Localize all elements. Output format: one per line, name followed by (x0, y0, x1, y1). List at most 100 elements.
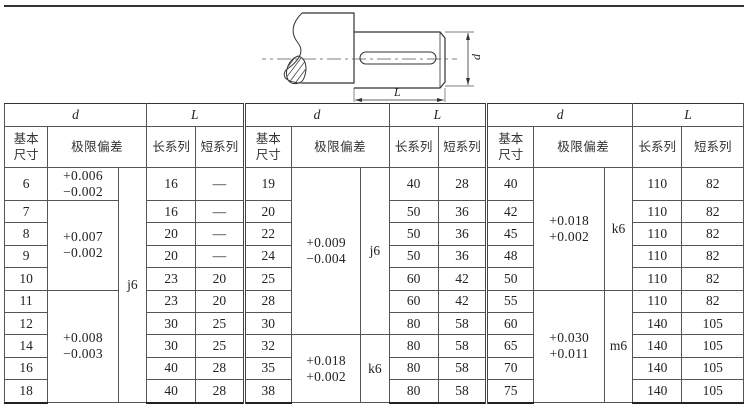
basic-size: 38 (242, 379, 292, 404)
limit-deviation: +0.008−0.003 (47, 289, 119, 404)
basic-size: 65 (485, 334, 535, 358)
basic-size: 50 (485, 267, 535, 291)
header-long-series: 长系列 (388, 126, 439, 168)
long-series: 20 (145, 244, 197, 269)
long-series: 40 (388, 167, 439, 201)
long-series: 50 (388, 199, 439, 224)
basic-size: 7 (3, 199, 49, 224)
long-series: 110 (632, 167, 683, 201)
table-row: 14 30 25 32 +0.018+0.002 k6 80 58 65 140… (3, 334, 744, 404)
long-series: 20 (145, 222, 197, 246)
short-series: 82 (681, 244, 744, 269)
header-short-series: 短系列 (681, 126, 744, 168)
label-L: L (393, 85, 401, 99)
basic-size: 24 (242, 244, 292, 269)
long-series: 30 (145, 334, 197, 358)
table-row: 6 +0.006−0.002 j6 16 — 19 +0.009−0.004 j… (3, 166, 744, 404)
basic-size: 20 (242, 199, 292, 224)
basic-size: 28 (242, 289, 292, 313)
basic-size: 55 (485, 289, 535, 313)
basic-size: 30 (242, 311, 292, 336)
short-series: 105 (681, 379, 744, 404)
limit-deviation: +0.009−0.004 (290, 166, 362, 336)
fit-class: m6 (603, 289, 634, 404)
table-row: 10 23 20 25 60 42 50 110 82 (3, 267, 744, 291)
long-series: 110 (632, 244, 683, 269)
short-series: 58 (437, 311, 488, 336)
long-series: 140 (632, 334, 683, 358)
basic-size: 35 (242, 356, 292, 381)
table-row: 18 40 28 38 80 58 75 140 105 (3, 379, 744, 404)
long-series: 80 (388, 334, 439, 358)
basic-size: 10 (3, 267, 49, 291)
short-series: 20 (195, 289, 245, 313)
basic-size: 9 (3, 244, 49, 269)
header-basic-size: 基本尺寸 (3, 126, 49, 168)
basic-size: 42 (485, 199, 535, 224)
header-d: d (242, 103, 390, 127)
short-series: — (195, 199, 245, 224)
basic-size: 16 (3, 356, 49, 381)
short-series: 36 (437, 222, 488, 246)
header-basic-size: 基本尺寸 (242, 126, 292, 168)
label-d: d (469, 53, 483, 60)
limit-deviation: +0.018+0.002 (290, 334, 362, 404)
short-series: 25 (195, 311, 245, 336)
table-row: 16 40 28 35 80 58 70 140 105 (3, 356, 744, 381)
short-series: 105 (681, 311, 744, 336)
limit-deviation: +0.006−0.002 (47, 167, 119, 201)
basic-size: 25 (242, 267, 292, 291)
header-limit-deviation: 极限偏差 (533, 126, 634, 168)
table-row: 11 +0.008−0.003 23 20 28 60 42 55 +0.030… (3, 289, 744, 404)
long-series: 80 (388, 311, 439, 336)
fit-class: k6 (603, 167, 634, 291)
table-row: 12 30 25 30 80 58 60 140 105 (3, 311, 744, 336)
table-row: 9 20 — 24 50 36 48 110 82 (3, 244, 744, 269)
long-series: 60 (388, 267, 439, 291)
header-short-series: 短系列 (437, 126, 488, 168)
long-series: 23 (145, 267, 197, 291)
short-series: 58 (437, 379, 488, 404)
long-series: 50 (388, 244, 439, 269)
long-series: 110 (632, 199, 683, 224)
short-series: 82 (681, 289, 744, 313)
short-series: 28 (195, 379, 245, 404)
short-series: 20 (195, 267, 245, 291)
short-series: 25 (195, 334, 245, 358)
long-series: 140 (632, 379, 683, 404)
shaft-end-diagram: d L (262, 12, 483, 102)
long-series: 110 (632, 222, 683, 246)
basic-size: 75 (485, 379, 535, 404)
basic-size: 32 (242, 334, 292, 358)
short-series: 105 (681, 334, 744, 358)
short-series: 42 (437, 289, 488, 313)
long-series: 140 (632, 311, 683, 336)
shaft-end-spec-table: d L d L d L 基本尺寸 极限偏差 长系列 短系列 基本尺寸 极限偏差 … (3, 103, 744, 404)
short-series: 82 (681, 267, 744, 291)
short-series: 36 (437, 244, 488, 269)
long-series: 16 (145, 199, 197, 224)
basic-size: 60 (485, 311, 535, 336)
long-series: 80 (388, 356, 439, 381)
top-rule (4, 5, 744, 7)
short-series: — (195, 244, 245, 269)
short-series: — (195, 167, 245, 201)
short-series: 82 (681, 222, 744, 246)
short-series: — (195, 222, 245, 246)
basic-size: 19 (242, 167, 292, 201)
header-row-sub: 基本尺寸 极限偏差 长系列 短系列 基本尺寸 极限偏差 长系列 短系列 基本尺寸… (3, 126, 744, 168)
header-d: d (4, 103, 147, 127)
basic-size: 8 (3, 222, 49, 246)
long-series: 30 (145, 311, 197, 336)
basic-size: 45 (485, 222, 535, 246)
long-series: 40 (145, 379, 197, 404)
long-series: 140 (632, 356, 683, 381)
header-long-series: 长系列 (632, 126, 683, 168)
short-series: 28 (437, 167, 488, 201)
header-L: L (388, 103, 488, 127)
fit-class: j6 (117, 166, 147, 404)
basic-size: 40 (485, 167, 535, 201)
basic-size: 12 (3, 311, 49, 336)
fit-class: k6 (360, 334, 390, 404)
short-series: 82 (681, 199, 744, 224)
